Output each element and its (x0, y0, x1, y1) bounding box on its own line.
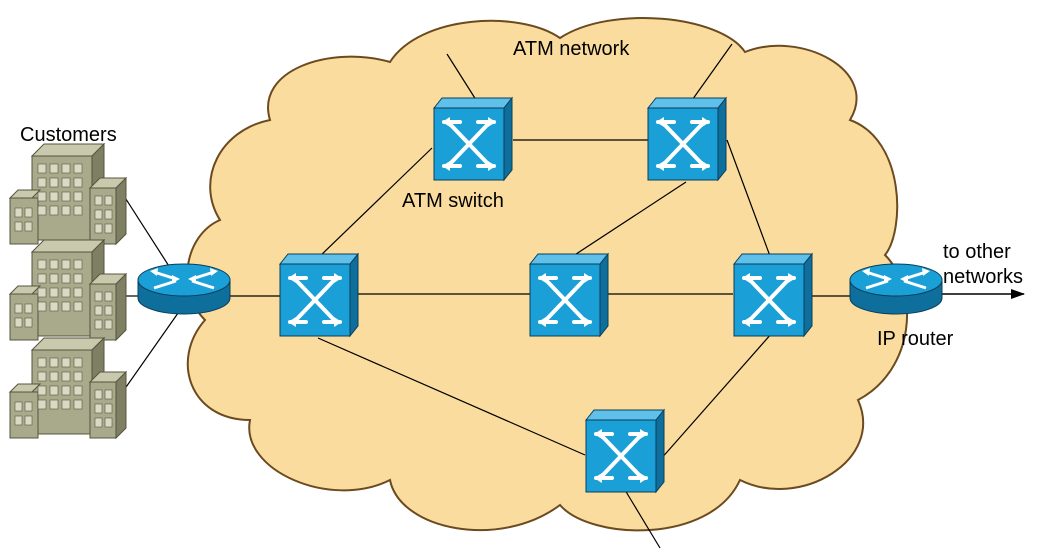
atm-switch-left-icon (278, 252, 360, 338)
network-links (123, 43, 850, 549)
networks-label: networks (943, 266, 1024, 288)
atm-switch-center-icon (528, 252, 610, 338)
customer-building-2 (9, 239, 127, 341)
link-switch-top-right-switch-center (569, 181, 687, 259)
atm-switch-bottom-icon (584, 408, 666, 494)
link-switch-top-right-switch-right (726, 139, 771, 257)
atm-switch-top-left-icon (432, 96, 514, 182)
edge-router-icon (136, 262, 232, 316)
to-other-label: to other (943, 241, 1011, 263)
link-switch-left-switch-top-left (317, 147, 433, 259)
customer-building-3 (9, 337, 127, 439)
link-customer3-router (123, 305, 184, 391)
link-switch-right-switch-bottom (659, 332, 773, 461)
link-switch-left-switch-bottom (317, 337, 586, 456)
atm-network-label: ATM network (513, 38, 630, 60)
link-switch-top-right-out (689, 43, 733, 104)
customers-label: Customers (20, 124, 117, 146)
atm-switch-top-right-icon (646, 96, 728, 182)
atm-switch-right-icon (732, 252, 814, 338)
customer-building-1 (9, 143, 127, 245)
ip-router-icon (848, 262, 944, 316)
link-switch-bottom-out (624, 489, 661, 549)
link-switch-top-left-out (446, 53, 479, 104)
atm-switch-label: ATM switch (402, 190, 504, 212)
ip-router-label: IP router (877, 328, 954, 350)
